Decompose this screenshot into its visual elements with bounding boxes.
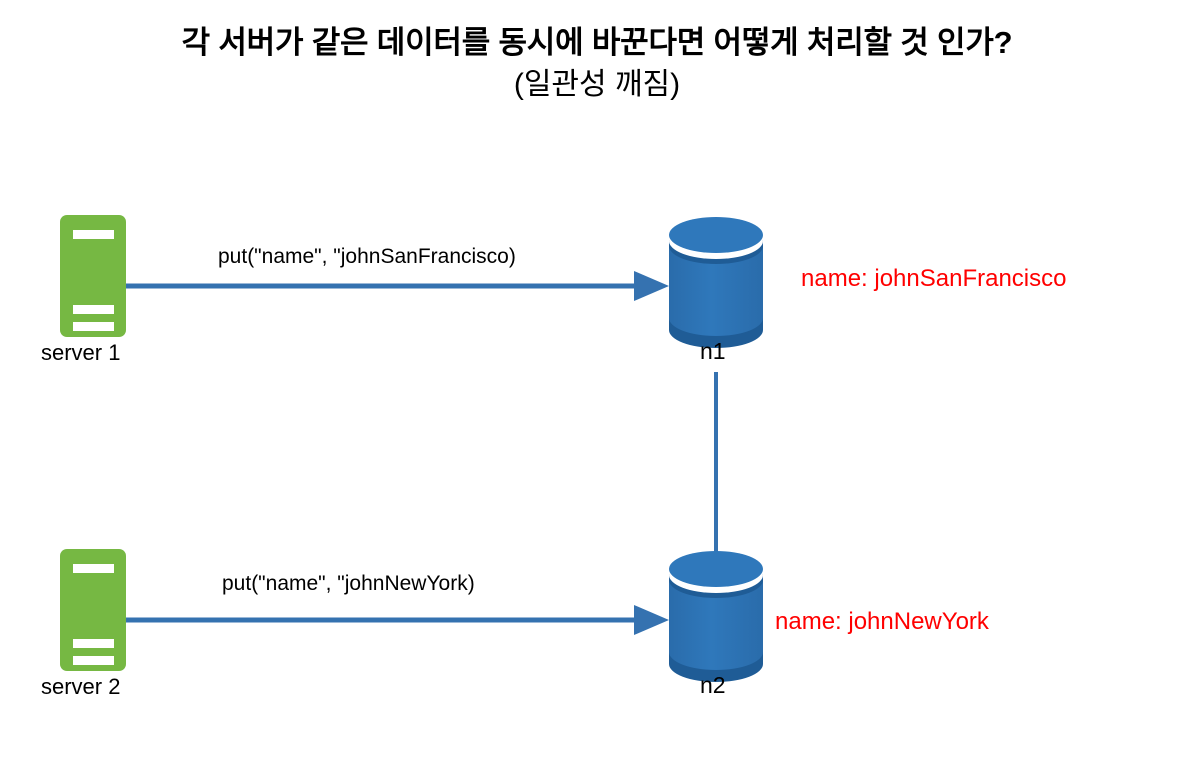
stored-value-n2: name: johnNewYork <box>775 608 989 635</box>
stored-value-n1: name: johnSanFrancisco <box>801 265 1067 292</box>
title-line-primary: 각 서버가 같은 데이터를 동시에 바꾼다면 어떻게 처리할 것 인가? <box>181 25 1013 60</box>
edge-server2-n2 <box>126 605 669 635</box>
node-label-n1: n1 <box>700 338 726 364</box>
edge-server1-n1 <box>126 271 669 301</box>
database-cylinder-icon-n2[interactable] <box>669 551 763 682</box>
edge-label-server2-n2: put("name", "johnNewYork) <box>222 572 475 595</box>
server-label-1: server 1 <box>41 340 121 365</box>
arrowhead-icon <box>634 271 669 301</box>
database-cylinder-icon-n1[interactable] <box>669 217 763 348</box>
node-label-n2: n2 <box>700 672 726 698</box>
page-title: 각 서버가 같은 데이터를 동시에 바꾼다면 어떻게 처리할 것 인가? (일관… <box>0 22 1194 106</box>
title-line-secondary: (일관성 깨짐) <box>513 68 681 101</box>
arrowhead-icon <box>634 605 669 635</box>
server-label-2: server 2 <box>41 674 121 699</box>
edge-label-server1-n1: put("name", "johnSanFrancisco) <box>218 245 516 268</box>
server-icon-2[interactable] <box>60 549 126 671</box>
server-icon-1[interactable] <box>60 215 126 337</box>
